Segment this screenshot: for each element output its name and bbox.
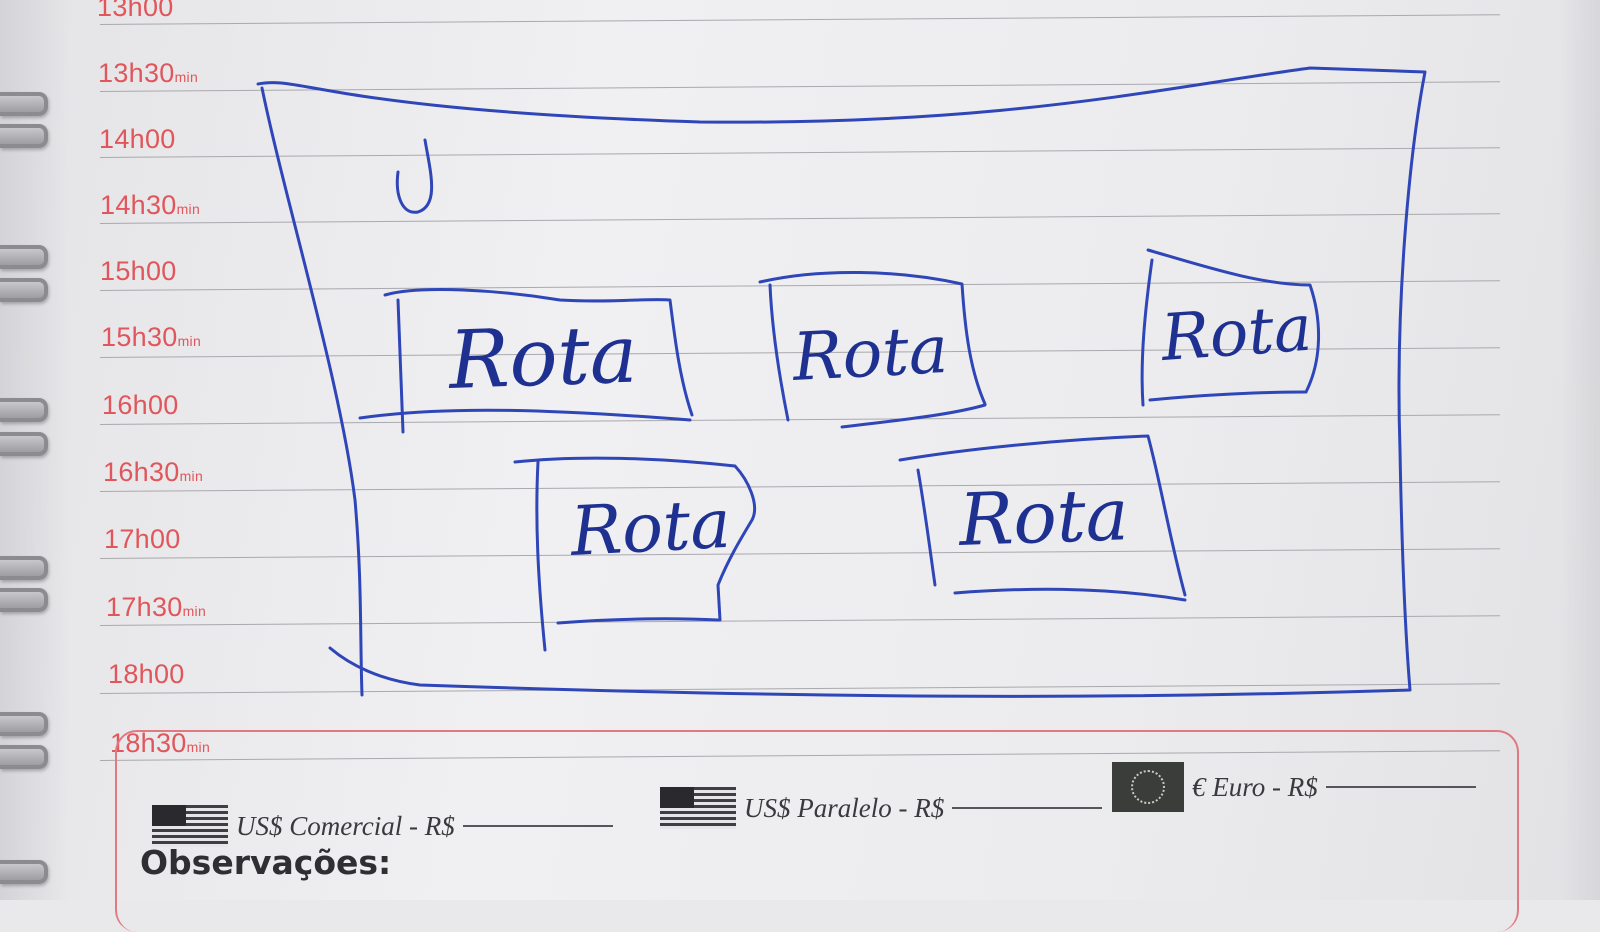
currency-value-blank[interactable] — [1325, 786, 1476, 788]
time-slot-label: 14h30min — [100, 190, 201, 220]
currency-rate-euro: € Euro - R$ — [1112, 762, 1476, 812]
spiral-ring — [0, 588, 48, 612]
spiral-ring — [0, 124, 48, 148]
eu-flag-icon — [1112, 762, 1184, 812]
time-slot-label: 13h30min — [98, 58, 199, 88]
time-slot-label: 15h00 — [100, 256, 177, 286]
time-slot-label: 13h00 — [97, 0, 174, 22]
route-box-stroke — [1148, 390, 1308, 402]
route-box-stroke — [768, 283, 790, 422]
route-box-stroke — [513, 456, 757, 622]
spiral-ring — [0, 712, 48, 736]
route-box-stroke — [898, 434, 1187, 597]
route-box-stroke — [1146, 248, 1321, 394]
us-flag-icon — [660, 787, 736, 829]
time-slot-label: 16h00 — [102, 390, 179, 420]
route-box-stroke — [916, 468, 937, 587]
route-box-stroke — [758, 270, 987, 406]
route-box-stroke — [383, 288, 694, 417]
currency-label: € Euro - R$ — [1192, 771, 1318, 802]
route-box-stroke — [1140, 258, 1154, 407]
spiral-ring — [0, 278, 48, 302]
currency-rate-us-paralelo: US$ Paralelo - R$ — [660, 787, 1103, 829]
observations-label: Observações: — [140, 843, 392, 882]
footer-box — [115, 730, 1519, 932]
route-box-stroke — [396, 298, 405, 434]
currency-value-blank[interactable] — [952, 807, 1103, 809]
time-slot-label: 16h30min — [103, 457, 204, 487]
hand-drawn-sketch: Rota Rota Rota Rota Rota — [256, 66, 1427, 698]
time-slot-label: 14h00 — [99, 124, 176, 154]
route-box-label: Rota — [567, 485, 733, 572]
spiral-ring — [0, 245, 48, 269]
route-box-label: Rota — [1158, 292, 1314, 376]
currency-value-blank[interactable] — [462, 825, 613, 827]
page-edge-shadow — [1560, 0, 1600, 900]
route-box-stroke — [953, 587, 1187, 602]
currency-rate-us-comercial: US$ Comercial - R$ — [152, 805, 613, 847]
outer-frame-stroke — [260, 86, 364, 697]
route-box-stroke — [840, 403, 987, 429]
time-slot-label: 17h00 — [104, 524, 181, 554]
currency-label: US$ Paralelo - R$ — [744, 792, 945, 823]
check-mark-icon — [395, 138, 434, 214]
spiral-ring — [0, 556, 48, 580]
route-box-label: Rota — [445, 307, 638, 407]
spiral-ring — [0, 745, 48, 769]
time-slot-label: 18h00 — [108, 659, 185, 689]
route-box-label: Rota — [790, 311, 950, 396]
route-box-label: Rota — [956, 472, 1130, 562]
route-box-stroke — [535, 460, 547, 652]
outer-frame-stroke — [256, 66, 1427, 698]
route-box-stroke — [556, 617, 720, 625]
spiral-ring — [0, 860, 48, 884]
spiral-ring — [0, 92, 48, 116]
spiral-ring — [0, 398, 48, 422]
us-flag-icon — [152, 805, 228, 847]
time-slot-label: 15h30min — [101, 322, 202, 352]
currency-label: US$ Comercial - R$ — [236, 810, 455, 841]
route-box-stroke — [358, 408, 692, 422]
time-slot-label: 17h30min — [106, 592, 207, 622]
spiral-ring — [0, 432, 48, 456]
